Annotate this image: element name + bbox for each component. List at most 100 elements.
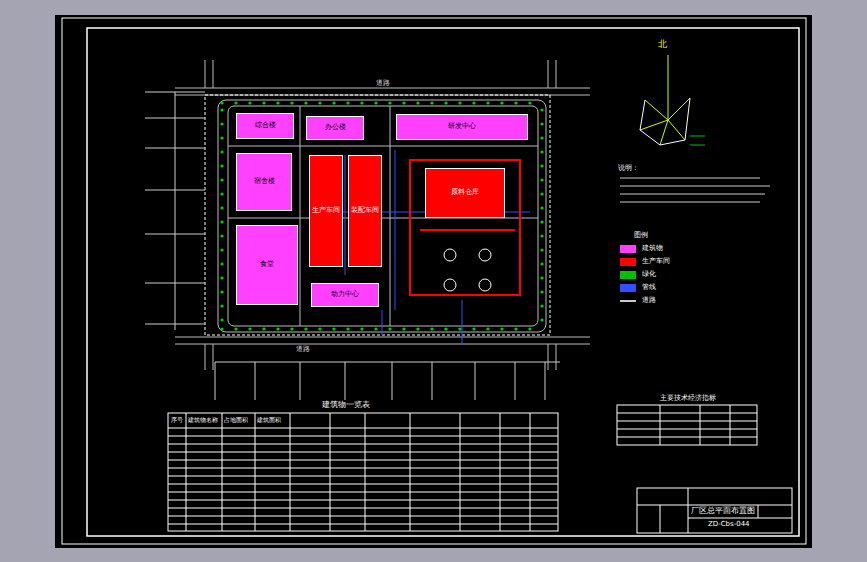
drawing-stroke — [360, 327, 363, 330]
drawing-stroke — [390, 106, 391, 326]
drawing-stroke — [304, 327, 307, 330]
drawing-stroke — [617, 437, 757, 438]
building-name: 食堂 — [259, 260, 275, 270]
drawing-stroke — [690, 145, 705, 146]
building-name: 动力中心 — [330, 290, 360, 300]
drawing-stroke — [688, 518, 792, 519]
drawing-stroke — [556, 344, 557, 370]
building-table — [168, 413, 558, 531]
drawing-stroke — [668, 98, 690, 120]
drawing-stroke — [186, 413, 187, 531]
drawing-stroke — [514, 101, 517, 104]
drawing-stroke — [475, 362, 476, 400]
drawing-stroke — [290, 101, 293, 104]
workshop-outlines — [410, 160, 520, 295]
drawing-stroke — [220, 150, 223, 153]
drawing-stroke — [300, 362, 301, 400]
drawing-stroke — [660, 505, 661, 533]
drawing-stroke — [688, 488, 689, 533]
drawing-stroke — [220, 178, 223, 181]
drawing-stroke — [248, 327, 251, 330]
drawing-stroke — [556, 60, 557, 88]
drawing-stroke — [360, 101, 363, 104]
legend-text: 管线 — [642, 284, 656, 292]
drawing-stroke — [330, 413, 331, 531]
drawing-stroke — [220, 290, 223, 293]
drawing-stroke — [220, 136, 223, 139]
label-text: 序号 — [171, 417, 183, 424]
drawing-stroke — [548, 344, 549, 370]
drawing-stroke — [222, 413, 223, 531]
tree-dots — [220, 101, 543, 330]
drawing-stroke — [540, 304, 543, 307]
legend-text: 生产车间 — [642, 258, 670, 266]
drawing-stroke — [402, 101, 405, 104]
drawing-stroke — [220, 234, 223, 237]
label-text: ZD-Cbs-044 — [708, 521, 750, 529]
drawing-stroke — [205, 60, 206, 88]
drawing-stroke — [500, 327, 503, 330]
drawing-stroke — [220, 248, 223, 251]
note-lines — [620, 178, 770, 202]
drawing-stroke — [548, 60, 549, 88]
inner-frame — [87, 28, 799, 536]
drawing-stroke — [228, 146, 538, 147]
drawing-stroke — [346, 327, 349, 330]
drawing-stroke — [388, 327, 391, 330]
legend-text: 建筑物 — [642, 245, 663, 253]
drawing-stroke — [205, 344, 206, 370]
roads — [175, 60, 590, 370]
drawing-stroke — [540, 206, 543, 209]
drawing-stroke — [528, 101, 531, 104]
drawing-stroke — [388, 101, 391, 104]
drawing-stroke — [318, 327, 321, 330]
legend-swatch — [620, 245, 636, 253]
drawing-stroke — [220, 122, 223, 125]
drawing-stroke — [472, 327, 475, 330]
drawing-stroke — [175, 344, 590, 345]
drawing-stroke — [540, 122, 543, 125]
drawing-stroke — [472, 101, 475, 104]
drawing-stroke — [444, 279, 456, 291]
label-text: 建筑物一览表 — [322, 401, 370, 410]
drawing-stroke — [540, 248, 543, 251]
drawing-stroke — [234, 101, 237, 104]
drawing-stroke — [395, 150, 396, 310]
label-text: 说明： — [618, 165, 639, 173]
site-boundary — [205, 95, 550, 335]
building-block: 办公楼 — [306, 116, 364, 140]
drawing-stroke — [346, 101, 349, 104]
drawing-stroke — [255, 362, 256, 400]
drawing-stroke — [220, 101, 223, 104]
drawing-stroke — [540, 318, 543, 321]
drawing-stroke — [228, 106, 538, 326]
legend-text: 图例 — [634, 232, 648, 240]
drawing-stroke — [374, 101, 377, 104]
drawing-stroke — [660, 120, 668, 145]
drawing-stroke — [444, 327, 447, 330]
building-name: 装配车间 — [350, 206, 380, 216]
drawing-stroke — [402, 327, 405, 330]
drawing-stroke — [617, 429, 757, 430]
drawing-stroke — [530, 413, 531, 531]
drawing-stroke — [220, 262, 223, 265]
building-block: 食堂 — [236, 225, 298, 305]
drawing-stroke — [462, 300, 463, 345]
drawing-stroke — [213, 344, 214, 370]
drawing-stroke — [262, 327, 265, 330]
drawing-stroke — [540, 164, 543, 167]
drawing-stroke — [345, 362, 346, 400]
drawing-stroke — [458, 327, 461, 330]
drawing-stroke — [430, 101, 433, 104]
drawing-stroke — [458, 101, 461, 104]
building-block: 研发中心 — [396, 114, 528, 140]
drawing-stroke — [345, 155, 346, 275]
legend-text: 道路 — [642, 297, 656, 305]
drawing-stroke — [220, 327, 223, 330]
drawing-stroke — [392, 362, 393, 400]
drawing-stroke — [540, 192, 543, 195]
building-name: 生产车间 — [311, 206, 341, 216]
drawing-stroke — [620, 178, 760, 179]
drawing-stroke — [540, 220, 543, 223]
